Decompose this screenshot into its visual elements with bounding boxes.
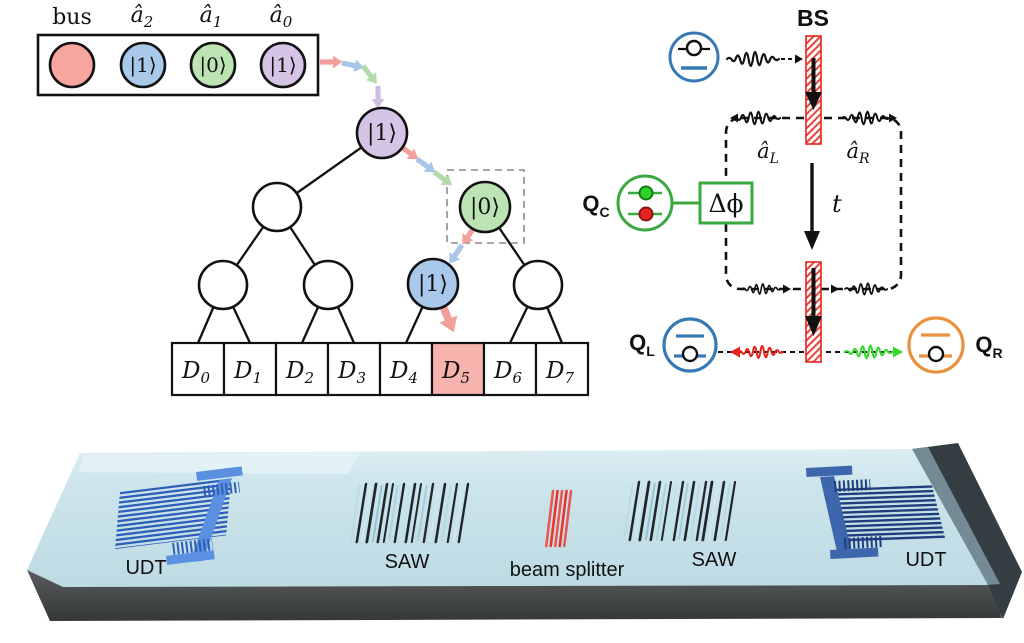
chip-top-highlight [78,452,360,474]
leaf-label-d7: D7 [545,358,574,387]
udt-left-pad-top [196,466,243,481]
leaf-box-d6 [482,341,538,397]
tree-blue-node [406,257,460,311]
tree-green-state: |0⟩ [470,195,500,220]
leaf-label-d1: D1 [233,358,262,387]
register-label-a0: â0 [270,3,293,31]
saw-right-label: SAW [692,549,737,571]
chip-front-face [27,570,1002,621]
leaf-box-d1 [222,341,278,397]
right-return-arrowhead-icon [831,284,839,294]
tree-root-node [355,106,409,160]
selection-dashed-box [446,169,525,244]
udt-right-pad-top [806,465,853,477]
tree-node-empty [512,259,564,311]
input-arrowhead-icon [795,54,803,64]
udt-left-label: UDT [125,557,166,579]
tree-green-node [458,180,512,234]
tree-node-empty [197,259,249,311]
chip-top-face [27,449,988,587]
qubit-a1-circle [189,41,237,89]
udt-right-pad-bar [820,476,852,556]
qr-label: QR [975,332,1002,361]
qubit-a2-state: |1⟩ [129,53,156,78]
leaf-row: D0 D1 D2 D3 D4 D5 D6 D7 [170,341,590,397]
phase-label: Δϕ [708,189,743,218]
bus-qubit-circle [48,41,96,89]
leaf-box-d4 [378,341,434,397]
right-qubit-icon [907,316,965,374]
bs-top-arrowhead-icon [805,92,822,110]
leaf-label-d4: D4 [389,358,418,387]
qubit-a2-circle [119,41,167,89]
udt-left-icon [115,466,243,565]
leaf-label-d0: D0 [181,358,210,387]
left-return-wavepacket [741,282,782,296]
left-qubit-icon [662,317,718,373]
beam-splitter-label: beam splitter [510,559,625,581]
leaf-label-d5: D5 [441,358,470,387]
red-output-wavepacket [736,344,784,360]
register-label-a2: â2 [131,3,154,31]
leaf-box-d5-highlighted [430,341,486,397]
register-panel: bus â2 â1 â0 |1⟩ |0⟩ |1⟩ [36,3,320,97]
phase-box [698,181,754,225]
qubit-a0-state: |1⟩ [269,53,296,78]
emitter-qubit-icon [668,31,720,83]
leaf-box-d7 [534,341,590,397]
chip-right-edge-strip [912,447,1000,585]
beam-splitter-stripes-icon [544,489,573,548]
bs-label: BS [797,5,829,31]
right-split-wavepacket [841,110,891,126]
tree-node-empty [302,259,354,311]
leaf-label-d2: D2 [285,358,314,387]
leaf-label-d3: D3 [337,358,366,387]
saw-left-label: SAW [385,551,430,573]
leaf-label-d6: D6 [493,358,522,387]
ql-label: QL [629,330,655,359]
time-arrowhead-icon [804,231,820,250]
qubit-a1-state: |0⟩ [199,53,226,78]
green-output-wavepacket [843,344,894,360]
green-output-arrowhead-icon [893,346,903,358]
input-wavepacket [725,50,780,68]
udt-right-label: UDT [905,549,946,571]
left-split-wavepacket [732,110,782,126]
register-label-bus: bus [52,5,92,30]
saw-right-icon [622,480,737,542]
udt-right-pad-bottom [830,547,879,559]
tree-root-state: |1⟩ [367,121,397,146]
right-return-wavepacket [844,282,889,296]
tree-blue-state: |1⟩ [418,272,448,297]
register-label-a1: â1 [200,3,223,31]
right-out-arrowhead-icon [889,113,897,123]
device-panel: UDT SAW beam splitter SAW UDT [27,443,1022,621]
leaf-box-d0 [170,341,226,397]
control-qubit-icon [616,174,674,232]
udt-left-pad-bottom [166,550,215,565]
binary-tree [196,132,564,344]
time-label: t [832,190,842,218]
tree-node-empty [251,181,303,233]
register-to-root-arrows [320,55,385,109]
leaf-box-d2 [274,341,330,397]
red-output-arrowhead-icon [730,346,740,358]
interferometer-panel: t BS âL âR QC Δϕ [582,5,1003,374]
qubit-a0-circle [259,41,307,89]
tree-nodes: |1⟩ |0⟩ |1⟩ [197,106,564,311]
qc-label: QC [582,191,609,220]
left-return-arrowhead-icon [783,284,791,294]
bs-bottom-arrowhead-icon [805,316,822,336]
saw-left-icon [349,482,470,544]
udt-right-icon [806,465,946,559]
mode-left-label: âL [757,139,779,167]
mode-right-label: âR [846,139,870,167]
